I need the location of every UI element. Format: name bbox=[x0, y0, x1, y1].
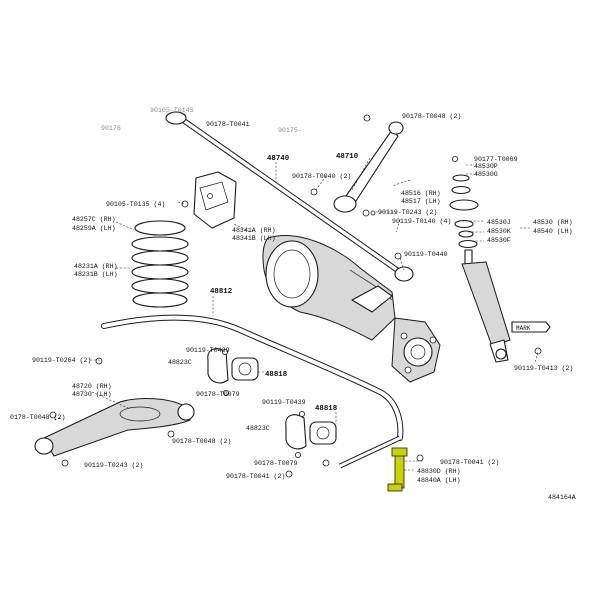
label-48540: 48540 (LH) bbox=[533, 228, 573, 235]
label-48823c-b: 48823C bbox=[246, 425, 270, 432]
label-90119-t0264: 90119-T0264 (2) bbox=[32, 357, 91, 364]
label-48517: 48517 (LH) bbox=[401, 198, 441, 205]
coil-spring-48231 bbox=[131, 220, 189, 308]
label-48341a: 48341A (RH) bbox=[232, 227, 276, 234]
label-90119-t0243-mid: 90119-T0243 (2) bbox=[378, 209, 437, 216]
upper-control-arm-48710 bbox=[333, 121, 404, 213]
faint-label-1: 90105-T0145 bbox=[150, 107, 194, 114]
label-90119-t0413: 90119-T0413 (2) bbox=[514, 365, 573, 372]
lower-control-arm-48720 bbox=[34, 398, 195, 457]
label-48840a: 48840A (LH) bbox=[417, 477, 461, 484]
label-90178-t0048-mid: 90178-T0048 (2) bbox=[172, 438, 231, 445]
shock-absorber-48530 bbox=[449, 174, 511, 363]
label-90178-t0079-b: 90178-T0079 bbox=[254, 460, 298, 467]
label-90178-t0079-a: 90178-T0079 bbox=[196, 391, 240, 398]
faint-label-2: 90178 bbox=[101, 125, 121, 132]
label-90119-t0243-bot: 90119-T0243 (2) bbox=[84, 462, 143, 469]
stabilizer-bushing-lower bbox=[285, 414, 337, 450]
faint-label-3: 90175- bbox=[278, 127, 302, 134]
label-48830d: 48830D (RH) bbox=[417, 468, 461, 475]
label-90119-t0439-a: 90119-T0439 bbox=[186, 347, 230, 354]
lateral-rod-48740 bbox=[165, 111, 414, 282]
label-48259a: 48259A (LH) bbox=[72, 225, 116, 232]
figure-id: 484164A bbox=[548, 494, 576, 501]
label-90119-t0439-b: 90119-T0439 bbox=[262, 399, 306, 406]
label-90178-t0041-bot: 90178-T0041 (2) bbox=[226, 473, 285, 480]
stabilizer-link-48830 bbox=[387, 447, 408, 492]
label-48823c-a: 48823C bbox=[168, 359, 192, 366]
label-48257c: 48257C (RH) bbox=[72, 216, 116, 223]
label-48818-a: 48818 bbox=[265, 371, 288, 379]
label-48530f: 48530F bbox=[487, 237, 511, 244]
spring-upper-bracket-48341 bbox=[193, 171, 237, 229]
label-0178-t0048-left: 0178-T0048 (2) bbox=[10, 414, 65, 421]
label-90178-t0040: 90178-T0040 (2) bbox=[292, 173, 351, 180]
label-90177-t0069: 90177-T0069 bbox=[474, 156, 518, 163]
leader-lines bbox=[53, 157, 539, 471]
label-90178-t0048-top: 90178-T0048 (2) bbox=[402, 113, 461, 120]
label-90178-t0041-right: 90178-T0041 (2) bbox=[440, 459, 499, 466]
label-90119-t0440: 90119-T0440 bbox=[404, 251, 448, 258]
label-48710: 48710 bbox=[336, 153, 359, 161]
label-48530j: 48530J bbox=[487, 219, 511, 226]
stabilizer-bushing-upper bbox=[207, 348, 259, 384]
label-48730: 48730 (LH) bbox=[72, 391, 112, 398]
label-90178-t0041-top: 90178-T0041 bbox=[206, 121, 250, 128]
label-48530k: 48530K bbox=[487, 228, 511, 235]
stabilizer-bar-48812 bbox=[101, 314, 404, 469]
label-48818-b: 48818 bbox=[315, 405, 338, 413]
label-48341b: 48341B (LH) bbox=[232, 235, 276, 242]
label-48231b: 48231B (LH) bbox=[74, 271, 118, 278]
label-48720: 48720 (RH) bbox=[72, 383, 112, 390]
label-48231a: 48231A (RH) bbox=[74, 263, 118, 270]
part-labels: 90105-T0145 90178 90175- 90178-T0041 901… bbox=[10, 107, 576, 501]
label-48812: 48812 bbox=[210, 288, 232, 296]
label-48530p: 48530P bbox=[474, 163, 498, 170]
label-90105-t0135: 90105-T0135 (4) bbox=[106, 201, 165, 208]
fasteners bbox=[49, 114, 542, 478]
mark-label: MARK bbox=[516, 325, 531, 332]
label-90119-t0140: 90119-T0140 (4) bbox=[392, 218, 451, 225]
label-48530: 48530 (RH) bbox=[533, 219, 573, 226]
label-48516: 48516 (RH) bbox=[401, 190, 441, 197]
mark-arrow bbox=[511, 321, 551, 333]
rear-axle-housing bbox=[262, 235, 441, 383]
label-48530g: 48530G bbox=[474, 171, 498, 178]
label-48740: 48740 bbox=[267, 155, 290, 163]
